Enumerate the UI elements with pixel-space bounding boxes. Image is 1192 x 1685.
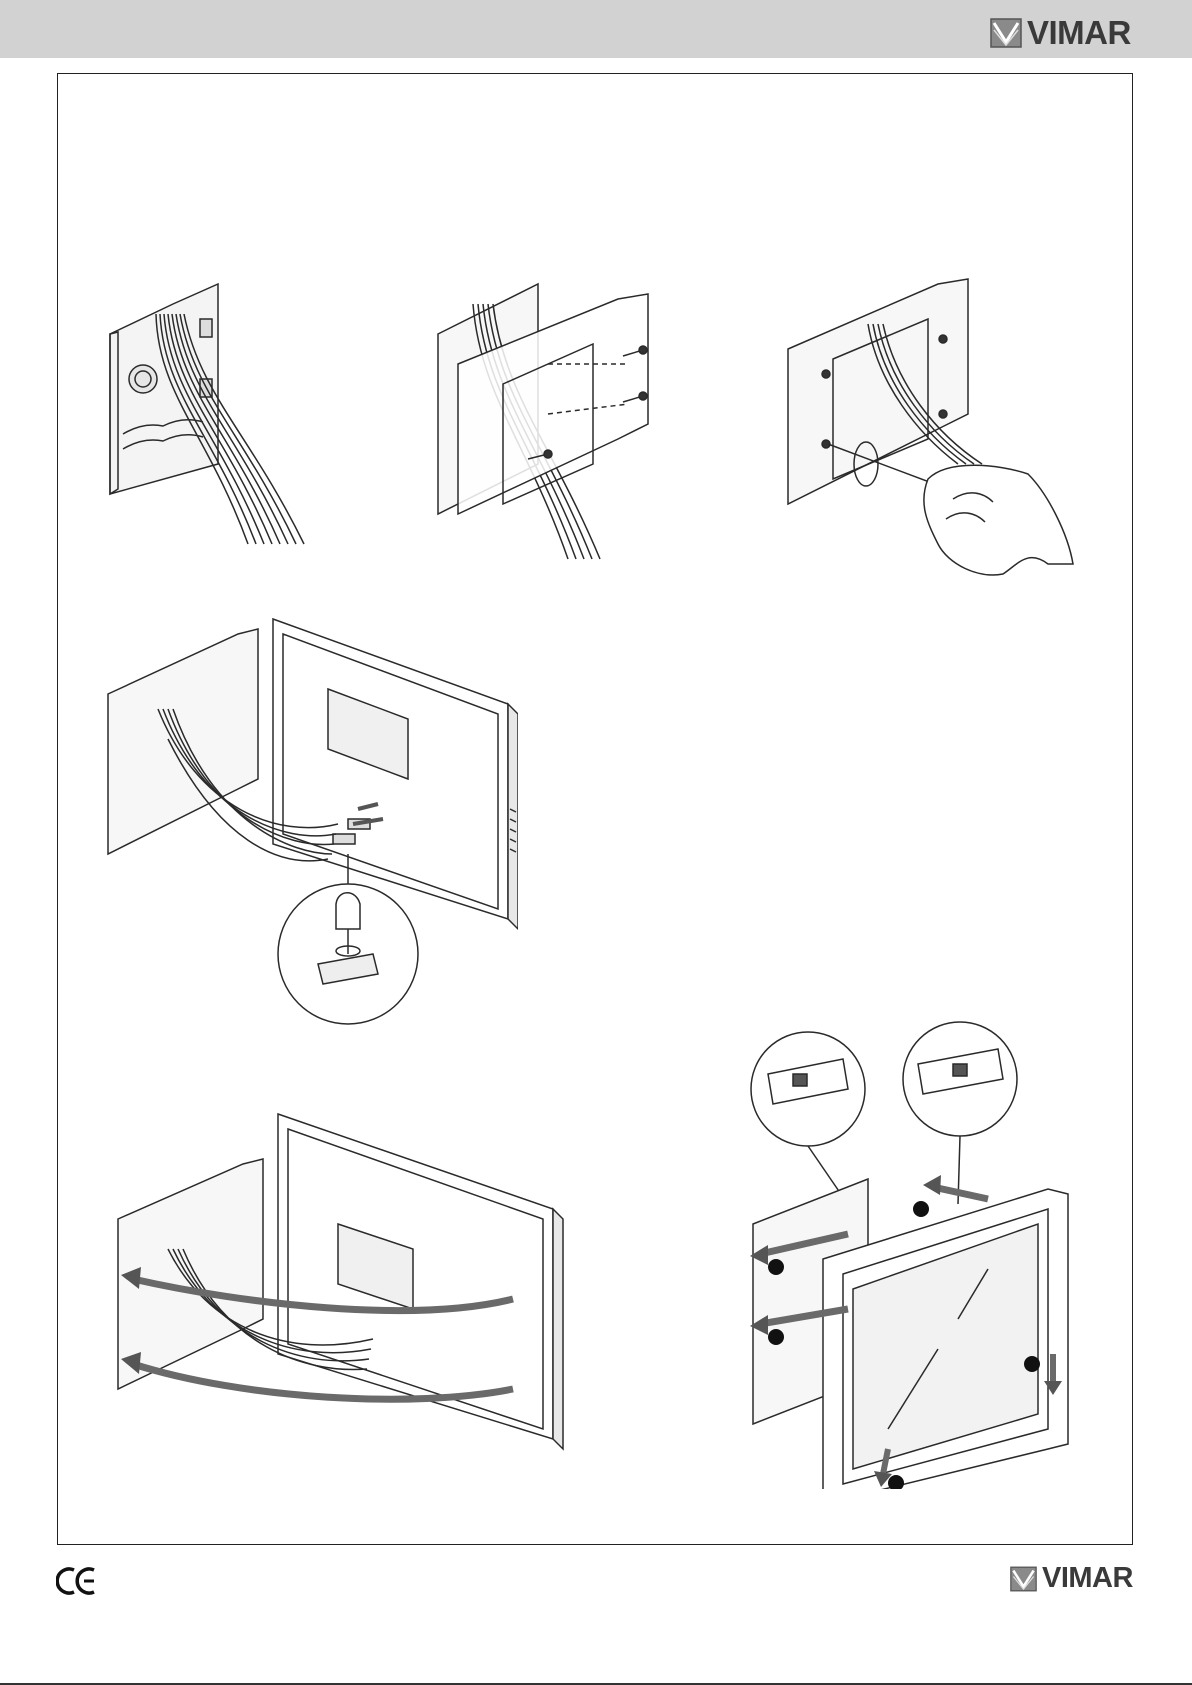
snap-fit-panel-illustration xyxy=(748,1019,1078,1489)
front-panel-icon xyxy=(748,1019,1078,1489)
mounting-frame-illustration xyxy=(428,274,668,564)
vimar-logo-footer: VIMAR xyxy=(1010,1562,1133,1595)
vimar-logo-icon xyxy=(990,18,1022,48)
flush-box-icon xyxy=(98,274,338,554)
brand-name: VIMAR xyxy=(1027,14,1131,52)
vimar-logo-header: VIMAR xyxy=(990,14,1131,52)
vimar-logo-icon xyxy=(1010,1566,1037,1592)
ce-mark-icon xyxy=(56,1566,98,1596)
device-hook-icon xyxy=(113,1109,573,1519)
illustration-frame xyxy=(57,73,1133,1545)
terminal-connector-icon xyxy=(98,609,518,1029)
ce-mark xyxy=(56,1566,98,1601)
brand-name: VIMAR xyxy=(1042,1562,1133,1595)
screw-tightening-illustration xyxy=(778,264,1078,604)
screwdriver-hand-icon xyxy=(778,264,1078,604)
box-with-cables-illustration xyxy=(98,274,338,554)
connecting-terminals-illustration xyxy=(98,609,518,1029)
fitting-device-illustration xyxy=(113,1109,573,1519)
mounting-frame-icon xyxy=(428,274,668,564)
